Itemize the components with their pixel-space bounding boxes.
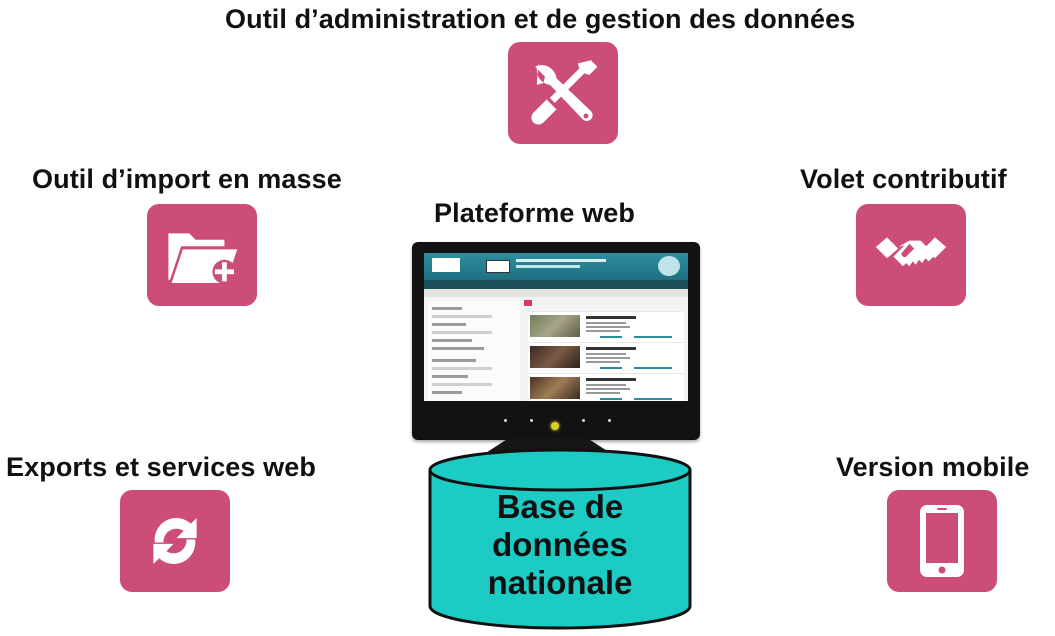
import-tool-tile[interactable] — [147, 204, 257, 306]
handshake-icon — [875, 237, 947, 267]
database-cylinder — [428, 448, 692, 630]
contrib-label: Volet contributif — [800, 164, 1007, 194]
monitor — [412, 242, 700, 440]
exports-label: Exports et services web — [6, 452, 316, 482]
exports-tile[interactable] — [120, 490, 230, 592]
power-led — [551, 422, 559, 430]
admin-tool-tile[interactable] — [508, 42, 618, 144]
platform-title: Plateforme web — [434, 198, 635, 228]
admin-tool-label: Outil d’administration et de gestion des… — [225, 4, 856, 34]
sync-arrows-icon — [153, 517, 197, 565]
import-tool-label: Outil d’import en masse — [32, 164, 342, 194]
database-label-line3: nationale — [487, 564, 633, 601]
mobile-label: Version mobile — [836, 452, 1030, 482]
database-label-line2: données — [492, 526, 628, 563]
tools-icon — [531, 60, 598, 125]
folder-add-icon — [168, 233, 238, 284]
database-label-line1: Base de — [496, 488, 624, 525]
mobile-tile[interactable] — [887, 490, 997, 592]
database-label: Base de données nationale — [428, 488, 692, 602]
contrib-tile[interactable] — [856, 204, 966, 306]
platform-screenshot — [424, 253, 688, 401]
smartphone-icon — [920, 505, 964, 577]
